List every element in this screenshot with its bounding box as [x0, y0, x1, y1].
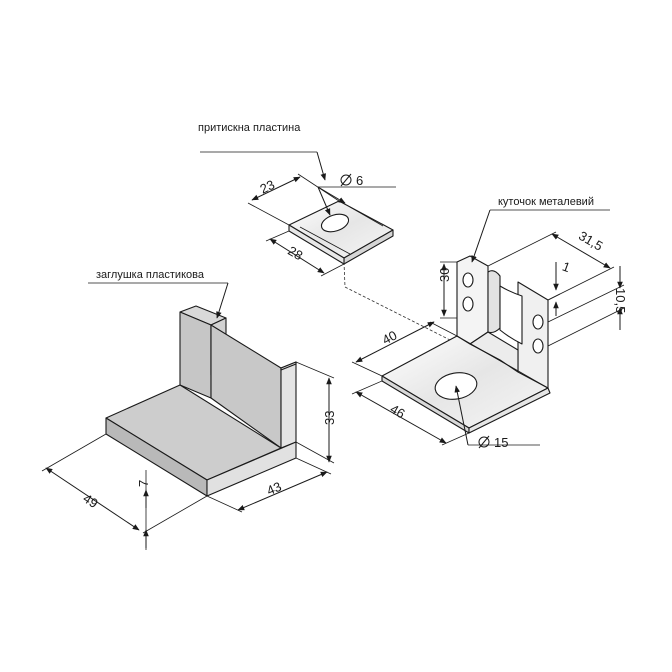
dim-plug-width: 49	[80, 491, 100, 511]
diameter-icon	[340, 173, 352, 187]
dim-bracket-height: 30	[437, 268, 452, 282]
diameter-icon	[478, 435, 490, 449]
assembly-guide-line	[343, 261, 346, 288]
bracket-callout: куточок металевий	[471, 196, 610, 263]
dim-plug-thickness: 7	[136, 480, 151, 487]
bracket-dimensions: 30 40 46 15 31,5 1 10,5	[351, 228, 628, 450]
dim-bracket-depth: 31,5	[576, 228, 605, 254]
plastic-plug	[105, 305, 297, 497]
plate-callout: притискна пластина	[198, 122, 326, 181]
label-pressure-plate: притискна пластина	[198, 122, 301, 134]
dim-bracket-hole-spacing: 10,5	[613, 288, 628, 313]
pressure-plate	[288, 200, 394, 265]
dim-bracket-hole: 15	[494, 435, 508, 450]
metal-bracket	[381, 255, 551, 434]
plug-callout: заглушка пластикова	[88, 269, 229, 319]
dim-plug-height: 33	[322, 411, 337, 425]
label-plastic-plug: заглушка пластикова	[96, 269, 205, 281]
label-metal-bracket: куточок металевий	[498, 196, 594, 208]
dim-bracket-width: 40	[380, 328, 400, 348]
dim-bracket-thickness: 1	[560, 259, 572, 276]
dim-bracket-length: 46	[388, 401, 408, 421]
dim-plate-width: 23	[258, 177, 277, 197]
plug-dimensions: 43 49 33 7	[41, 361, 337, 550]
plate-dimensions: 23 28 6	[247, 173, 396, 277]
dim-plate-length: 28	[285, 243, 305, 263]
dim-plug-length: 43	[264, 479, 283, 498]
dim-plate-hole: 6	[356, 173, 363, 188]
